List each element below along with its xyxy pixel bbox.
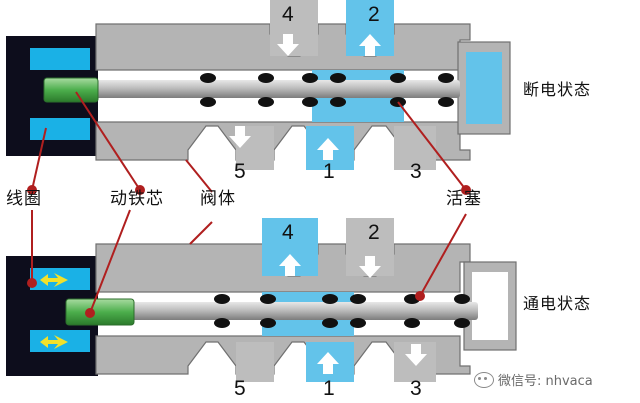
port-label-3-top: 3: [410, 160, 422, 183]
port-label-4-top: 4: [282, 3, 294, 26]
flow-arrows-bottom: [279, 254, 427, 374]
port-label-2-top: 2: [368, 3, 380, 26]
state-label-off: 断电状态: [523, 80, 592, 99]
callout-coil: 线圈: [6, 189, 42, 209]
leader-lines: [27, 91, 471, 318]
port-label-5-bottom: 5: [234, 377, 246, 400]
o-rings-top: [200, 73, 454, 107]
port-label-4-bottom: 4: [282, 221, 294, 244]
watermark-text: 微信号: nhvaca: [498, 374, 593, 389]
port-channels-bottom: [236, 218, 436, 382]
armature-top: [43, 77, 99, 103]
armature-bottom: [65, 298, 135, 326]
wechat-icon: [474, 371, 494, 388]
flow-arrows-top: [229, 34, 381, 160]
watermark: 微信号: nhvaca: [474, 370, 593, 389]
end-cap-top: [457, 41, 511, 135]
state-label-on: 通电状态: [523, 294, 592, 313]
port-label-1-bottom: 1: [323, 377, 335, 400]
port-label-1-top: 1: [323, 160, 335, 183]
callout-piston: 活塞: [446, 189, 482, 209]
valve-energized: [6, 218, 517, 382]
o-rings-bottom: [214, 294, 470, 328]
piston-rod-bottom: [78, 302, 478, 320]
valve-de-energized: [6, 0, 511, 170]
port-label-5-top: 5: [234, 160, 246, 183]
port-channels-top: [236, 0, 436, 170]
callout-valve-body: 阀体: [200, 189, 236, 209]
piston-rod-top: [60, 80, 460, 98]
callout-armature: 动铁芯: [110, 189, 164, 209]
port-label-2-bottom: 2: [368, 221, 380, 244]
port-label-3-bottom: 3: [410, 377, 422, 400]
